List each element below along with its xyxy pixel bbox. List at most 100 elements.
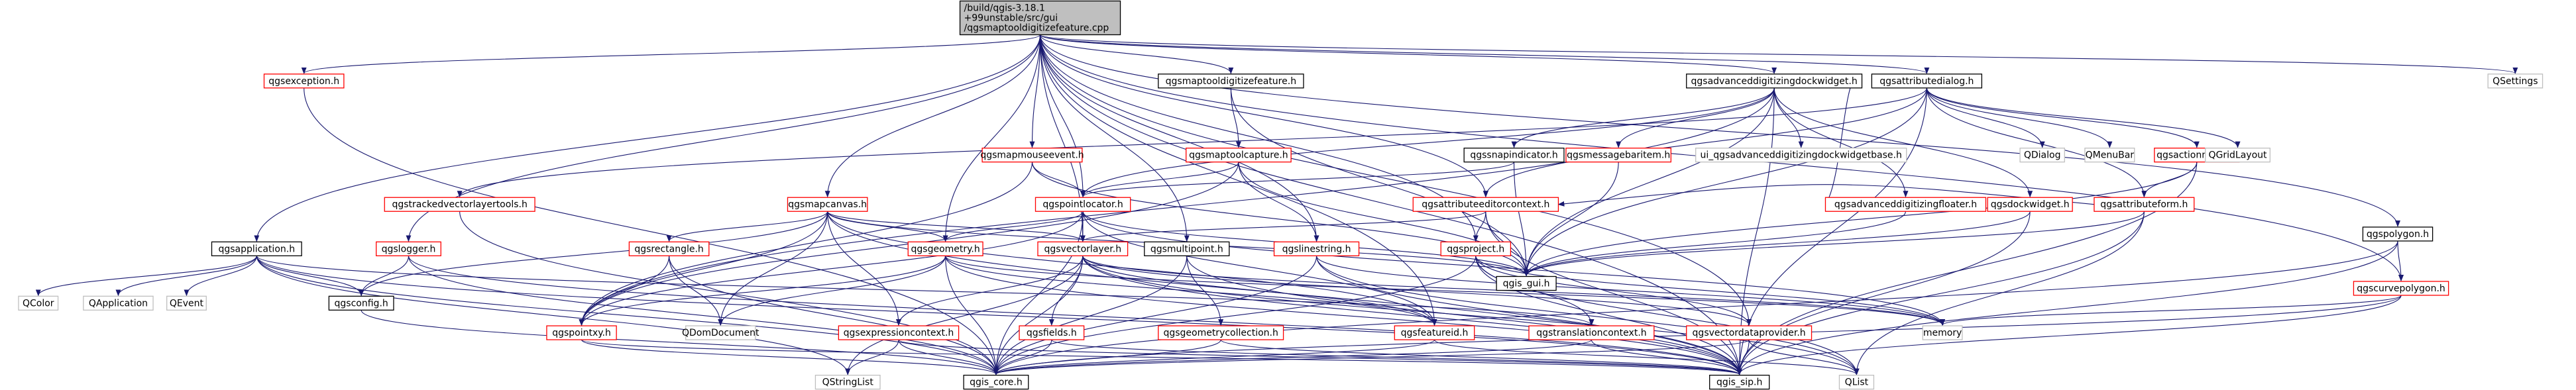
edge-qgsvectorlayer-to-qlist bbox=[1082, 256, 1860, 375]
node-box bbox=[384, 197, 535, 212]
graph-node-qgsadvanceddigitizingfloater[interactable]: qgsadvanceddigitizingfloater.h bbox=[1824, 197, 1987, 212]
node-label: qgsfeatureid.h bbox=[1401, 328, 1469, 338]
node-box bbox=[1463, 148, 1565, 163]
graph-node-qgsexpressioncontext[interactable]: qgsexpressioncontext.h bbox=[838, 325, 960, 340]
edge-qgslinestring-to-qlist bbox=[1316, 256, 1860, 375]
node-box bbox=[907, 241, 983, 256]
edge-qgsgeometry-to-memory bbox=[945, 256, 1945, 326]
graph-node-qgstrackedvectorlayertools[interactable]: qgstrackedvectorlayertools.h bbox=[384, 197, 535, 212]
edge-qgsmapcanvas-to-qgsvectorlayer bbox=[827, 211, 1086, 242]
node-box bbox=[2362, 226, 2434, 242]
node-label-line: qgspointxy.h bbox=[552, 328, 611, 338]
edge-root-to-qgsmaptooldigitizefeature bbox=[1039, 34, 1234, 74]
node-label-line: qgsmessagebaritem.h bbox=[1567, 150, 1670, 161]
node-label: qgspointlocator.h bbox=[1042, 199, 1123, 210]
edge-root-to-qgsfeatureid bbox=[1039, 34, 1437, 326]
graph-node-qgsmaptooldigitizefeature[interactable]: qgsmaptooldigitizefeature.h bbox=[1158, 73, 1304, 89]
graph-node-qgslogger[interactable]: qgslogger.h bbox=[376, 241, 441, 256]
graph-node-qgsmaptoolcapture[interactable]: qgsmaptoolcapture.h bbox=[1186, 148, 1292, 163]
graph-node-qgsexception[interactable]: qgsexception.h bbox=[263, 73, 345, 89]
node-box bbox=[981, 148, 1083, 163]
graph-node-qgis-sip[interactable]: qgis_sip.h bbox=[1709, 374, 1770, 390]
graph-node-qgsattributeform[interactable]: qgsattributeform.h bbox=[2094, 197, 2195, 212]
graph-node-qgsmapcanvas[interactable]: qgsmapcanvas.h bbox=[787, 197, 868, 212]
node-label: qgsproject.h bbox=[1447, 244, 1504, 254]
node-box bbox=[166, 295, 207, 311]
node-label-line: qgsmultipoint.h bbox=[1150, 244, 1223, 254]
node-label: qgsmaptoolcapture.h bbox=[1189, 150, 1288, 161]
graph-node-qgsfields[interactable]: qgsfields.h bbox=[1019, 325, 1085, 340]
graph-node-qgsadvanceddigitizingdockwidget[interactable]: qgsadvanceddigitizingdockwidget.h bbox=[1686, 73, 1863, 89]
edge-qgsattributeform-to-qgsattributeeditorcontext bbox=[1557, 184, 2094, 207]
node-box bbox=[263, 73, 345, 89]
node-label-line: qgsmapcanvas.h bbox=[788, 199, 867, 210]
node-label: qgsadvanceddigitizingfloater.h bbox=[1834, 199, 1977, 210]
node-label: QDomDocument bbox=[682, 328, 759, 338]
edge-qgsmapcanvas-to-qgsconfig bbox=[359, 211, 828, 297]
node-label-line: qgspolygon.h bbox=[2367, 229, 2429, 240]
graph-node-qgsconfig[interactable]: qgsconfig.h bbox=[328, 295, 394, 311]
node-label: qgsrectangle.h bbox=[634, 244, 703, 254]
node-label: qgslinestring.h bbox=[1282, 244, 1351, 254]
edge-qgsadvanceddigitizingdockwidget-to-qgsmessagebaritem bbox=[1616, 87, 1775, 148]
graph-node-qgis-core[interactable]: qgis_core.h bbox=[963, 374, 1029, 390]
graph-node-qgsmapmouseevent[interactable]: qgsmapmouseevent.h bbox=[980, 148, 1084, 163]
graph-node-qgssnapindicator[interactable]: qgssnapindicator.h bbox=[1463, 148, 1565, 163]
graph-node-qgsvectordataprovider[interactable]: qgsvectordataprovider.h bbox=[1686, 325, 1813, 340]
edge-qgsproject-to-qgis_core bbox=[993, 256, 1477, 375]
node-box bbox=[1394, 325, 1475, 340]
graph-node-memory: memory bbox=[1922, 325, 1963, 340]
graph-node-qgsfeatureid[interactable]: qgsfeatureid.h bbox=[1394, 325, 1475, 340]
graph-node-qgis-gui[interactable]: qgis_gui.h bbox=[1496, 275, 1557, 291]
node-box bbox=[685, 325, 756, 340]
graph-node-qsettings: QSettings bbox=[2487, 73, 2544, 89]
graph-node-qgsgeometry[interactable]: qgsgeometry.h bbox=[907, 241, 983, 256]
edge-root-to-qgspolygon bbox=[1039, 34, 2400, 227]
node-box bbox=[328, 295, 394, 311]
graph-node-qgsapplication[interactable]: qgsapplication.h bbox=[211, 241, 302, 256]
graph-node-qevent: QEvent bbox=[166, 295, 207, 311]
edge-qgsproject-to-qgis_sip bbox=[1475, 256, 1742, 375]
node-label-line: qgscurvepolygon.h bbox=[2357, 283, 2445, 294]
graph-node-qgsrectangle[interactable]: qgsrectangle.h bbox=[628, 241, 710, 256]
graph-node-qgsmessagebaritem[interactable]: qgsmessagebaritem.h bbox=[1565, 148, 1672, 163]
node-label: qgsattributeeditorcontext.h bbox=[1422, 199, 1549, 210]
graph-node-qgstranslationcontext[interactable]: qgstranslationcontext.h bbox=[1528, 325, 1655, 340]
node-label-line: qgis_gui.h bbox=[1503, 279, 1550, 289]
node-box bbox=[1695, 148, 1907, 163]
graph-node-qgslinestring[interactable]: qgslinestring.h bbox=[1273, 241, 1360, 256]
edge-qgsattributedialog-to-qgis_gui bbox=[1524, 87, 1927, 277]
edge-qgsvectorlayer-to-qgsexpressioncontext bbox=[896, 256, 1084, 326]
node-label: qgsfields.h bbox=[1027, 328, 1077, 338]
node-box bbox=[1158, 73, 1304, 89]
edge-qgsadvanceddigitizingdockwidget-to-qgsdockwidget bbox=[1773, 87, 2033, 198]
edge-qgsattributeeditorcontext-to-qgsproject bbox=[1473, 211, 1486, 242]
edge-qgsfeatureid-to-qgis_core bbox=[993, 339, 1435, 375]
edge-qgsdockwidget-to-qgis_gui bbox=[1524, 211, 2031, 277]
graph-node-qgsgeometrycollection[interactable]: qgsgeometrycollection.h bbox=[1158, 325, 1284, 340]
node-label-line: QDialog bbox=[2024, 150, 2061, 161]
edge-qgsfields-to-qgis_sip bbox=[1051, 339, 1742, 375]
edge-qgsexpressioncontext-to-qgis_core bbox=[898, 339, 999, 375]
node-box bbox=[814, 374, 881, 390]
graph-node-qstringlist: QStringList bbox=[814, 374, 881, 390]
node-label-line: qgsfeatureid.h bbox=[1401, 328, 1469, 338]
node-box bbox=[1496, 275, 1557, 291]
graph-node-qgsdockwidget[interactable]: qgsdockwidget.h bbox=[1987, 197, 2073, 212]
graph-node-qgsattributedialog[interactable]: qgsattributedialog.h bbox=[1871, 73, 1983, 89]
graph-node-qgscurvepolygon[interactable]: qgscurvepolygon.h bbox=[2353, 281, 2449, 296]
node-box bbox=[1922, 325, 1963, 340]
node-label: QApplication bbox=[89, 298, 148, 309]
graph-node-qgspointxy[interactable]: qgspointxy.h bbox=[546, 325, 617, 340]
node-label: qgis_sip.h bbox=[1716, 377, 1762, 388]
graph-node-qgsvectorlayer[interactable]: qgsvectorlayer.h bbox=[1037, 241, 1129, 256]
graph-node-qgspolygon[interactable]: qgspolygon.h bbox=[2362, 226, 2434, 242]
graph-node-qgsmultipoint[interactable]: qgsmultipoint.h bbox=[1144, 241, 1230, 256]
graph-node-qgspointlocator[interactable]: qgspointlocator.h bbox=[1035, 197, 1131, 212]
graph-node-qgsattributeeditorcontext[interactable]: qgsattributeeditorcontext.h bbox=[1412, 197, 1559, 212]
edge-qgslinestring-to-memory bbox=[1316, 256, 1945, 326]
edge-root-to-qgsadvanceddigitizingdockwidget bbox=[1039, 34, 1777, 74]
node-label-line: qgsgeometrycollection.h bbox=[1163, 328, 1278, 338]
edge-qgsmultipoint-to-qgis_sip bbox=[1186, 256, 1742, 375]
graph-node-qgsproject[interactable]: qgsproject.h bbox=[1440, 241, 1512, 256]
